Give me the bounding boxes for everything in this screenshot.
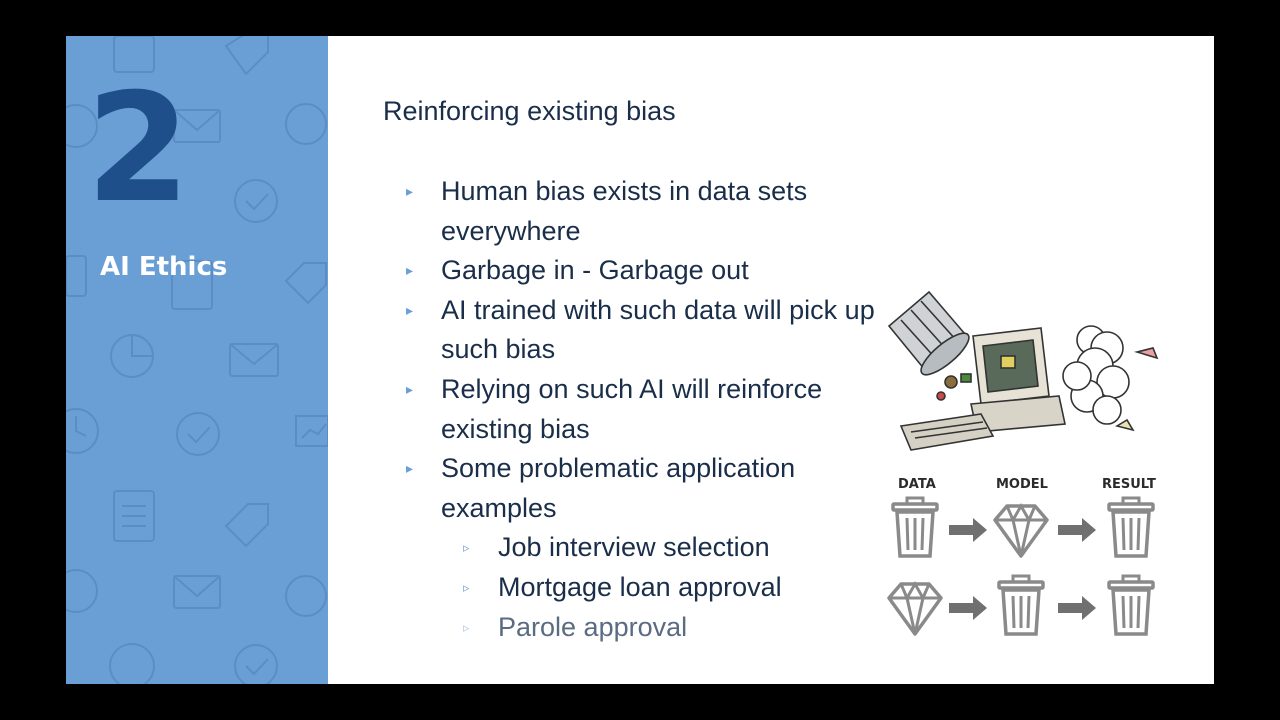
bullet-marker-icon: ▸: [406, 380, 414, 397]
trash-can-icon: [1107, 496, 1155, 558]
bias-flow-diagram: [887, 496, 1155, 636]
sub-bullet-marker-icon: ▹: [463, 579, 470, 595]
sub-bullet-marker-icon: ▹: [463, 540, 470, 556]
bullet-text: Relying on such AI will reinforce existi…: [441, 373, 823, 444]
bullet-text: AI trained with such data will pick up s…: [441, 294, 875, 365]
flow-label-result: RESULT: [1102, 477, 1156, 492]
bullet-item: ▸ Relying on such AI will reinforce exis…: [406, 370, 876, 449]
slide-heading: Reinforcing existing bias: [383, 96, 676, 126]
bullet-marker-icon: ▸: [406, 460, 414, 477]
section-panel: 2 AI Ethics: [66, 36, 328, 684]
bullet-item: ▸ Human bias exists in data sets everywh…: [406, 172, 876, 251]
trash-can-icon: [1107, 574, 1155, 636]
slide: 2 AI Ethics Reinforcing existing bias ▸ …: [66, 36, 1214, 684]
sub-bullet-marker-icon: ▹: [463, 619, 470, 635]
sub-bullet-item: ▹ Job interview selection: [406, 528, 876, 568]
bullet-text: Garbage in - Garbage out: [441, 255, 749, 286]
bullet-marker-icon: ▸: [406, 183, 414, 199]
bullet-marker-icon: ▸: [406, 301, 414, 318]
sub-bullet-item: ▹ Parole approval: [406, 608, 876, 648]
sub-bullet-item: ▹ Mortgage loan approval: [406, 568, 876, 608]
bullet-text: Some problematic application examples: [441, 453, 796, 523]
garbage-computer-illustration: [887, 290, 1159, 451]
bullet-list: ▸ Human bias exists in data sets everywh…: [406, 172, 876, 647]
sub-bullet-text: Parole approval: [498, 611, 688, 642]
section-number: 2: [86, 62, 190, 236]
flow-row-1: [891, 496, 1155, 558]
bullet-item: ▸ Garbage in - Garbage out: [406, 251, 876, 291]
background-icon-pattern: [66, 36, 328, 684]
section-title: AI Ethics: [100, 252, 228, 282]
bullet-item: ▸ AI trained with such data will pick up…: [406, 291, 876, 370]
flow-row-2: [887, 574, 1155, 636]
arrow-right-icon: [949, 596, 987, 620]
bullet-text: Human bias exists in data sets everywher…: [441, 176, 808, 246]
flow-label-data: DATA: [898, 477, 936, 492]
trash-can-icon: [891, 496, 939, 558]
arrow-right-icon: [1058, 518, 1096, 542]
arrow-right-icon: [949, 518, 987, 542]
diamond-icon: [887, 582, 943, 636]
bullet-item: ▸ Some problematic application examples: [406, 449, 876, 528]
arrow-right-icon: [1058, 596, 1096, 620]
sub-bullet-text: Job interview selection: [498, 532, 770, 563]
diamond-icon: [993, 504, 1049, 558]
trash-can-icon: [997, 574, 1045, 636]
bullet-marker-icon: ▸: [406, 262, 414, 279]
sub-bullet-text: Mortgage loan approval: [498, 571, 782, 602]
flow-label-model: MODEL: [996, 477, 1048, 492]
